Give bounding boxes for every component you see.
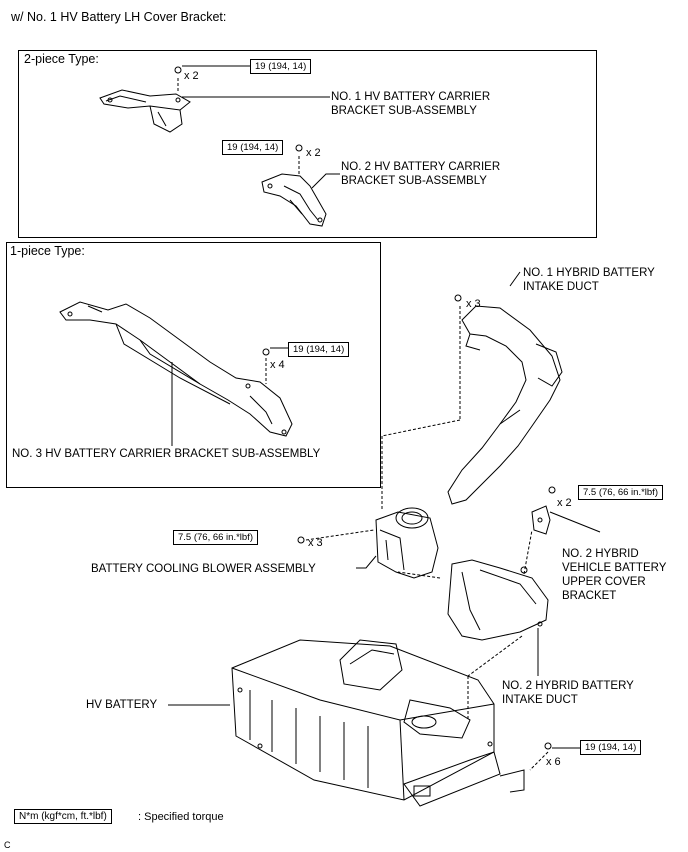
hv-battery-drawing: [231, 639, 525, 807]
bolt-qty-hv-battery: x 6: [546, 756, 561, 768]
no1-carrier-bracket-label-line2: BRACKET SUB-ASSEMBLY: [331, 105, 477, 117]
no2-carrier-bracket-label-line1: NO. 2 HV BATTERY CARRIER: [341, 161, 501, 173]
no2-intake-duct-label-line1: NO. 2 HYBRID BATTERY: [502, 680, 634, 692]
torque-spec-blower: 7.5 (76, 66 in.*lbf): [173, 530, 258, 545]
figure-code: C: [4, 840, 11, 850]
blower-assembly-drawing: [375, 507, 439, 579]
upper-cover-bracket-drawing: [531, 505, 551, 535]
torque-spec-cover-bracket: 7.5 (76, 66 in.*lbf): [578, 485, 663, 500]
two-piece-type-panel: [18, 50, 597, 238]
no1-intake-duct-label-line2: INTAKE DUCT: [523, 281, 599, 293]
blower-assembly-label: BATTERY COOLING BLOWER ASSEMBLY: [91, 563, 316, 575]
no2-intake-duct-drawing: [447, 559, 549, 641]
no3-carrier-bracket-label: NO. 3 HV BATTERY CARRIER BRACKET SUB-ASS…: [12, 448, 321, 460]
torque-spec-bracket1: 19 (194, 14): [250, 59, 312, 74]
torque-spec-hv-battery: 19 (194, 14): [580, 740, 642, 755]
one-piece-type-label: 1-piece Type:: [10, 244, 85, 258]
two-piece-type-label: 2-piece Type:: [24, 52, 99, 66]
no3-carrier-bracket-drawing: [59, 301, 293, 437]
page-title: w/ No. 1 HV Battery LH Cover Bracket:: [11, 10, 227, 24]
upper-cover-bracket-label-line2: VEHICLE BATTERY: [562, 562, 667, 574]
no1-intake-duct-label-line1: NO. 1 HYBRID BATTERY: [523, 267, 655, 279]
torque-unit-legend-box: N*m (kgf*cm, ft.*lbf): [14, 809, 112, 824]
bolt-qty-bracket1: x 2: [184, 70, 199, 82]
torque-spec-no3-bracket: 19 (194, 14): [288, 342, 350, 357]
no2-intake-duct-label-line2: INTAKE DUCT: [502, 694, 578, 706]
clip-qty-duct1: x 3: [466, 298, 481, 310]
upper-cover-bracket-label-line3: UPPER COVER: [562, 576, 646, 588]
hv-battery-label: HV BATTERY: [86, 699, 158, 711]
bolt-qty-no3-bracket: x 4: [270, 359, 285, 371]
upper-cover-bracket-label-line1: NO. 2 HYBRID: [562, 548, 639, 560]
torque-spec-bracket2: 19 (194, 14): [222, 140, 284, 155]
bolt-qty-cover-bracket: x 2: [557, 497, 572, 509]
bolt-qty-bracket2: x 2: [306, 147, 321, 159]
torque-legend-text: : Specified torque: [138, 811, 224, 823]
no1-intake-duct-drawing: [447, 305, 563, 505]
no1-carrier-bracket-label-line1: NO. 1 HV BATTERY CARRIER: [331, 91, 491, 103]
upper-cover-bracket-label-line4: BRACKET: [562, 590, 617, 602]
no2-carrier-bracket-label-line2: BRACKET SUB-ASSEMBLY: [341, 175, 487, 187]
no2-carrier-bracket-drawing: [261, 173, 327, 227]
bolt-qty-blower: x 3: [308, 537, 323, 549]
one-piece-type-panel: [6, 242, 381, 488]
no1-carrier-bracket-drawing: [99, 89, 191, 133]
